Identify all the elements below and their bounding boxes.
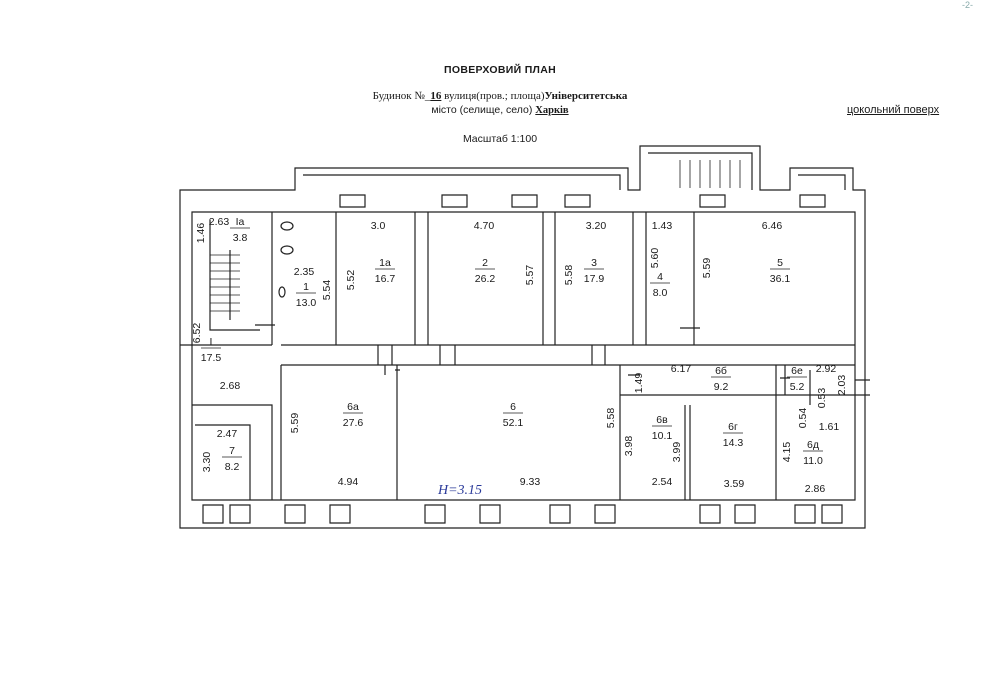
dimension-label: 2.68 [220,380,241,392]
room-area: 8.0 [653,287,668,299]
room-number: 4 [657,271,663,283]
room-area: 16.7 [375,273,396,285]
windows-top [339,194,826,208]
room-number: 6д [807,439,819,451]
room-area: 52.1 [503,417,524,429]
dimension-label: 6.17 [671,363,692,375]
corner-mark: -2- [962,0,973,10]
dimension-label: 5.54 [321,280,333,301]
inner-wall [191,211,856,501]
windows-bottom [202,504,843,524]
dimension-label: 3.98 [623,436,635,457]
room-number: 5 [777,257,783,269]
room-number: 3 [591,257,597,269]
dimension-label: 1.61 [819,421,840,433]
address-prefix: Будинок №_ [372,90,431,102]
dimension-label: 0.53 [816,388,828,409]
room-number: 1 [303,281,309,293]
room-area: 27.6 [343,417,364,429]
dimension-label: 3.59 [724,478,745,490]
dimension-label: 1.49 [633,373,645,394]
dimension-label: 1.46 [195,223,207,244]
room-number: 7 [229,445,235,457]
room-area: 11.0 [803,455,823,467]
dimension-label: 3.30 [201,452,213,473]
room-number: 6г [728,421,738,433]
room-labels: Iа 3.8 1 13.0 1а 16.7 2 26.2 3 17.9 4 8.0 5 36.1I 17.5… [201,216,823,473]
dimension-label: 1.43 [652,220,673,232]
dimension-label: 5.58 [605,408,617,429]
room-area: 3.8 [233,232,248,244]
house-number: 16 [430,90,442,102]
room-area: 17.9 [584,273,605,285]
dimension-label: 4.94 [338,476,359,488]
dimension-label: 6.46 [762,220,783,232]
dimension-label: 4.70 [474,220,495,232]
city-name: Харків [535,105,569,116]
dimension-label: 2.63 [209,216,230,228]
room-number: 6 [510,401,516,413]
dimension-label: 3.99 [671,442,683,463]
dimension-labels: 1.462.63 3.0 4.70 3.20 1.43 6.46 2.35 5.52 5.54 5… [191,216,848,495]
dimension-label: 2.35 [294,266,315,278]
room-number: I [210,336,213,348]
dimension-label: 2.86 [805,483,826,495]
height-annotation: Н=3.15 [437,483,482,498]
room-number: 2 [482,257,488,269]
dimension-label: 5.59 [289,413,301,434]
dimension-label: 0.54 [797,408,809,429]
room-area: 14.3 [723,437,744,449]
room-area: 17.5 [201,352,222,364]
outer-wall [179,145,866,529]
dimension-label: 5.60 [649,248,661,269]
room-area: 13.0 [296,297,317,309]
city-label: місто (селище, село) [431,104,536,116]
room-number: 6б [715,365,727,377]
dimension-label: 4.15 [781,442,793,463]
dimension-label: 2.92 [816,363,837,375]
room-area: 10.1 [652,430,673,442]
dimension-label: 6.52 [191,323,203,344]
room-number: 1а [379,257,391,269]
porch [303,152,846,190]
room-area: 5.2 [790,381,805,393]
doors [255,324,870,396]
dimension-label: 5.59 [701,258,713,279]
address-line: Будинок №_16 вулиця(пров.; площа)Універс… [0,90,1000,102]
room-area: 9.2 [714,381,729,393]
dimension-label: 3.20 [586,220,607,232]
floor-label: цокольний поверх [847,104,940,116]
street-name: Університетська [544,90,628,102]
room-area: 8.2 [225,461,240,473]
room-area: 36.1 [770,273,791,285]
dimension-label: 2.47 [217,428,238,440]
room-number: Iа [236,216,245,228]
room-number: 6е [791,365,803,377]
dimension-label: 3.0 [371,220,386,232]
plan-title: ПОВЕРХОВИЙ ПЛАН [444,64,556,76]
dimension-label: 5.57 [524,265,536,286]
dimension-label: 5.58 [563,265,575,286]
room-number: 6а [347,401,359,413]
city-line: місто (селище, село) Харків [0,104,1000,116]
room-number: 6в [656,414,668,426]
dimension-label: 9.33 [520,476,541,488]
walls [179,145,870,529]
dimension-label: 2.03 [836,375,848,396]
dimension-label: 2.54 [652,476,673,488]
room-area: 26.2 [475,273,496,285]
street-label: вулиця(пров.; площа) [441,90,545,102]
dimension-label: 5.52 [345,270,357,291]
toilet-fixtures [278,221,294,298]
stairs [210,160,741,312]
partitions [180,212,855,500]
scale-label: Масштаб 1:100 [462,133,538,145]
